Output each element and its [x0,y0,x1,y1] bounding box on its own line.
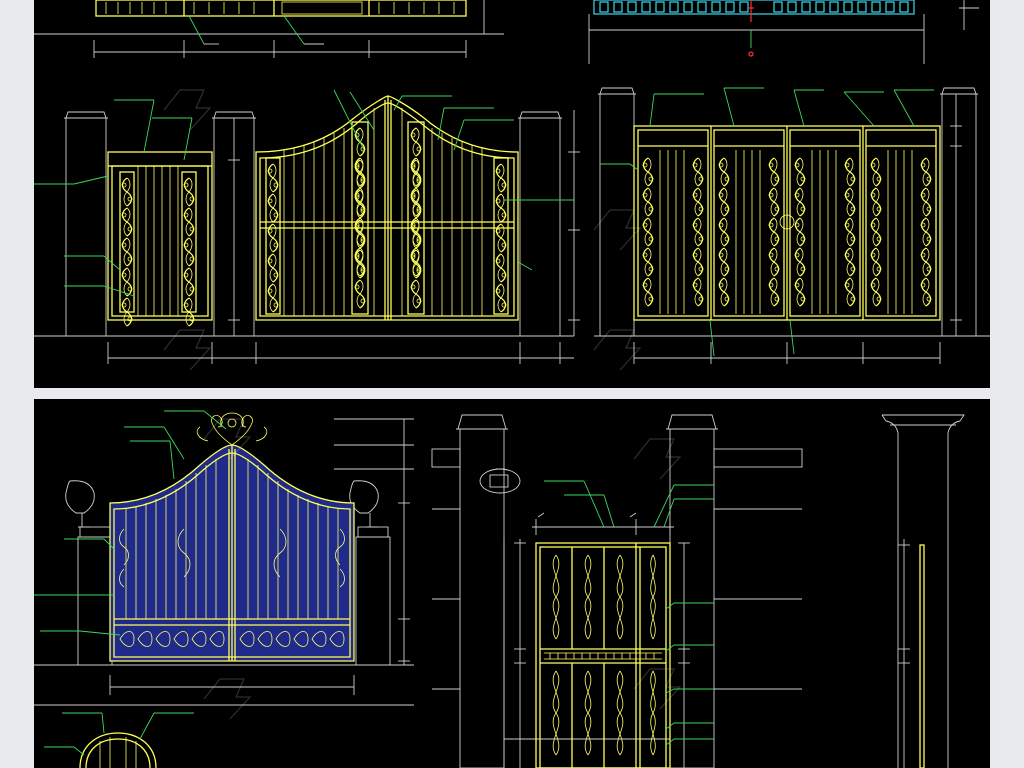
pillar-door-elevation [431,414,803,768]
cad-elevations-bottom [34,410,965,768]
dimension-lines-left [107,110,580,364]
round-grille-detail [34,704,414,768]
cad-drawing-bottom-sheet [34,399,990,768]
arched-double-gate [255,95,519,321]
leader-lines-left [34,89,574,297]
watermark-logo-icon [163,89,642,371]
pillar-side-section [881,414,965,768]
ornate-arched-gate-elevation [34,410,414,695]
crest-ornament [196,412,268,446]
watermark-logo-icon [203,418,682,720]
top-frieze-elevation [588,0,979,64]
scroll-band [119,631,345,647]
cad-drawing-top-sheet [34,0,990,388]
stone-pillars [64,111,562,337]
left-gate-elevation [34,89,580,364]
rosette-medallion-icon [479,468,521,494]
pedestrian-gate [107,151,213,326]
cad-elevations-top [34,0,990,371]
four-leaf-gate-elevation [594,87,990,364]
top-gate-strip [34,0,504,58]
